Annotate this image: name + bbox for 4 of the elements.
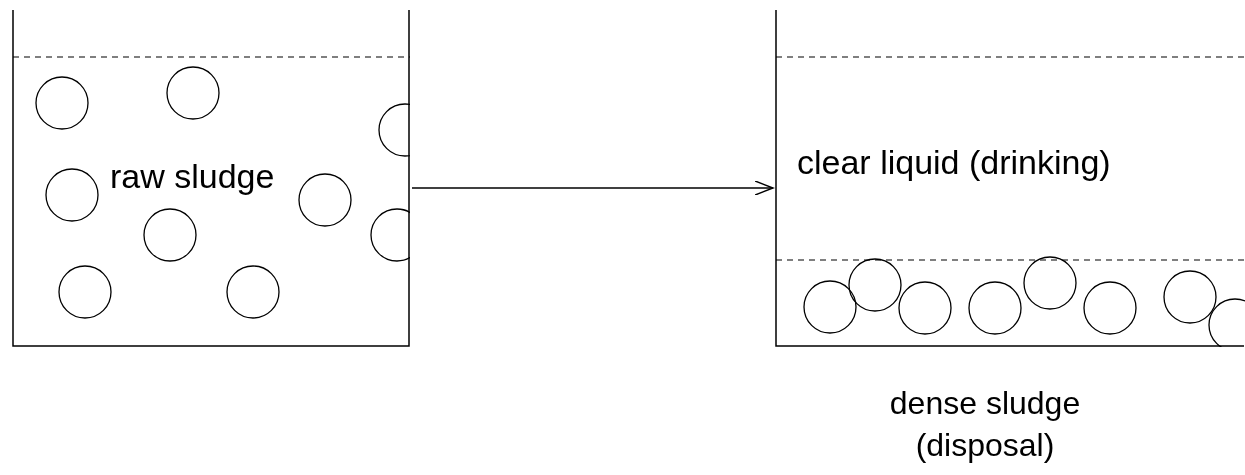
tank-label: raw sludge [110, 157, 275, 196]
arrow [411, 180, 774, 196]
tank-label: clear liquid (drinking) [797, 143, 1111, 182]
tank-caption: dense sludge (disposal) [888, 384, 1082, 465]
